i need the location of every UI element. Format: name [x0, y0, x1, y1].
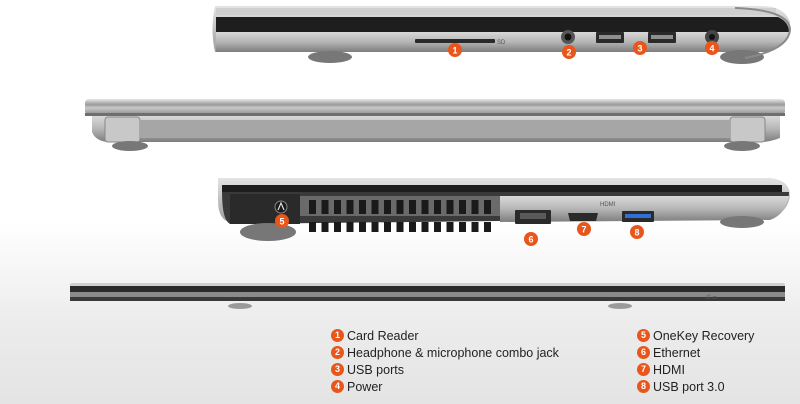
legend-number-badge: 4	[331, 380, 344, 393]
bottom-vent-slot	[409, 222, 416, 232]
usb-port-right-2	[648, 32, 676, 43]
bottom-vent-slot	[421, 222, 429, 232]
vent-slot	[396, 200, 404, 214]
bottom-vent-slot	[459, 222, 466, 232]
bottom-vent-slot	[396, 222, 404, 232]
legend-number-badge: 7	[637, 363, 650, 376]
badge-4: 4	[705, 41, 719, 55]
svg-text:7: 7	[581, 225, 586, 235]
vent-slot	[346, 200, 354, 214]
legend-number-badge: 8	[637, 380, 650, 393]
vent-slot	[321, 200, 329, 214]
bottom-vent-slot	[434, 222, 441, 232]
usb3-port	[622, 211, 654, 222]
legend-label: Card Reader	[347, 328, 419, 343]
legend-number-badge: 3	[331, 363, 344, 376]
legend-number-badge: 1	[331, 329, 344, 342]
card-reader-slot: SD	[415, 39, 506, 46]
vent-slot	[371, 200, 379, 214]
legend-label: Ethernet	[653, 345, 701, 360]
vent-slot	[334, 200, 341, 214]
bottom-vent-slot	[446, 222, 454, 232]
svg-text:2: 2	[566, 48, 571, 58]
badge-6: 6	[524, 232, 538, 246]
legend-number-badge: 2	[331, 346, 344, 359]
legend-number-badge: 6	[637, 346, 650, 359]
back-hinge-view	[85, 99, 785, 151]
vent-slot	[359, 200, 366, 214]
vent-slot	[421, 200, 429, 214]
svg-text:1: 1	[452, 46, 457, 56]
badge-5: 5	[275, 214, 289, 228]
hdmi-port-label: HDMI	[600, 202, 616, 208]
vent-slot	[309, 200, 316, 214]
badge-7: 7	[577, 222, 591, 236]
vent-slot	[471, 200, 479, 214]
badge-3: 3	[633, 41, 647, 55]
bottom-vent-slot	[484, 222, 491, 232]
hdmi-port: HDMI	[568, 202, 616, 221]
bottom-vent-slot	[471, 222, 479, 232]
svg-text:6: 6	[528, 235, 533, 245]
legend-label: Power	[347, 379, 383, 394]
front-status-icons: ⏻ ▭	[706, 294, 717, 301]
legend-label: USB ports	[347, 362, 404, 377]
svg-text:8: 8	[634, 228, 639, 238]
legend-number-badge: 5	[637, 329, 650, 342]
vent-slot	[384, 200, 391, 214]
bottom-vent-slot	[309, 222, 316, 232]
legend-label: USB port 3.0	[653, 379, 725, 394]
onekey-button	[274, 200, 288, 214]
usb-port-right-1	[596, 32, 624, 43]
vent-slot	[446, 200, 454, 214]
vent-grille	[309, 200, 491, 232]
badge-2: 2	[562, 45, 576, 59]
left-side-chassis	[218, 178, 790, 241]
power-jack	[705, 30, 719, 44]
legend-label: Headphone & microphone combo jack	[347, 345, 559, 360]
bottom-vent-slot	[359, 222, 366, 232]
ethernet-port	[515, 210, 551, 224]
vent-slot	[484, 200, 491, 214]
svg-text:SD: SD	[497, 40, 506, 46]
headphone-jack	[561, 30, 575, 44]
svg-text:3: 3	[637, 44, 642, 54]
right-side-chassis	[212, 6, 792, 64]
legend-label: HDMI	[653, 362, 685, 377]
legend-label: OneKey Recovery	[653, 328, 755, 343]
bottom-vent-slot	[346, 222, 354, 232]
bottom-vent-slot	[371, 222, 379, 232]
vent-slot	[434, 200, 441, 214]
bottom-vent-slot	[321, 222, 329, 232]
bottom-vent-slot	[334, 222, 341, 232]
bottom-vent-slot	[384, 222, 391, 232]
badge-8: 8	[630, 225, 644, 239]
vent-slot	[409, 200, 416, 214]
badge-1: 1	[448, 43, 462, 57]
vent-slot	[459, 200, 466, 214]
svg-text:5: 5	[279, 217, 284, 227]
svg-text:4: 4	[709, 44, 714, 54]
front-view: ⏻ ▭	[70, 283, 785, 309]
